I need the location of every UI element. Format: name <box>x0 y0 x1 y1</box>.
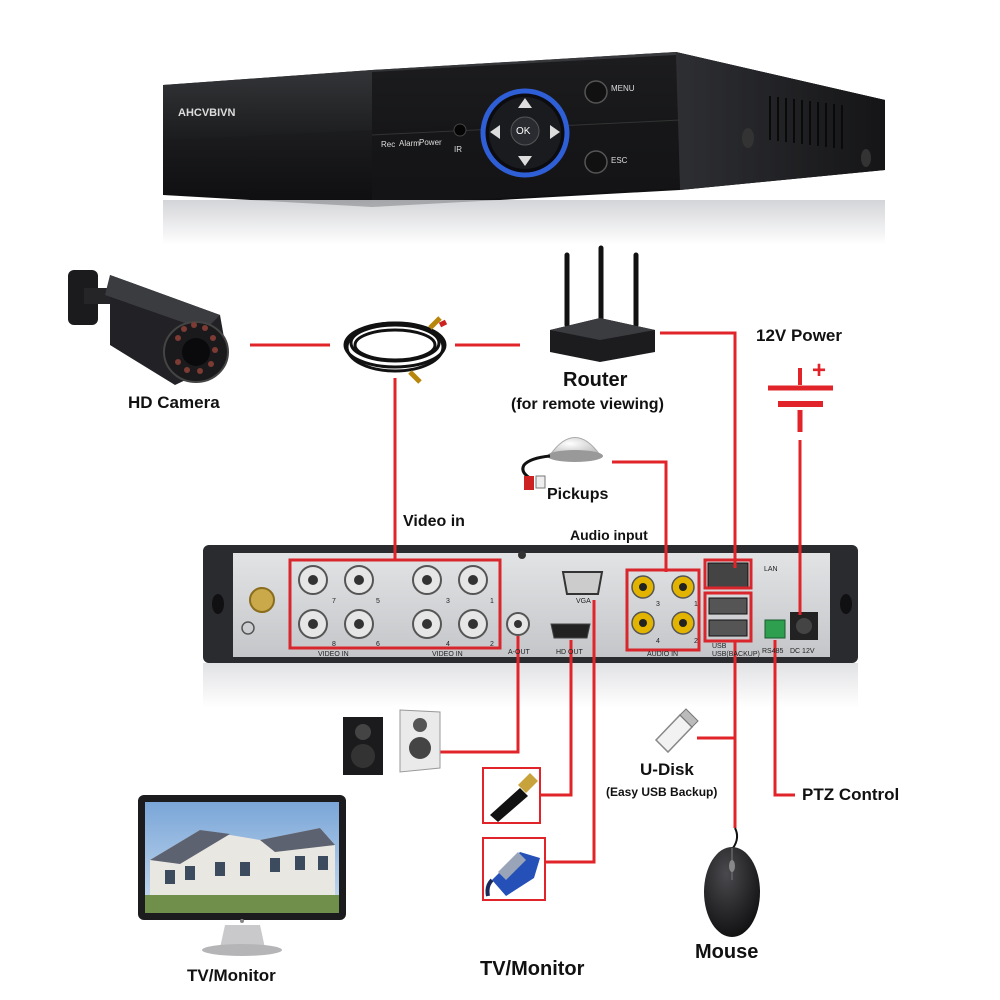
tv-monitor-left-label: TV/Monitor <box>187 966 276 985</box>
bnc-connectors <box>298 565 488 639</box>
channel-7: 7 <box>332 598 336 605</box>
a-out-port-label: A-OUT <box>508 649 530 656</box>
usb-backup-port-label: USB(BACKUP) <box>712 651 760 658</box>
hd-out-port-label: HD OUT <box>556 649 583 656</box>
menu-button: MENU <box>611 84 635 93</box>
hdmi-cable-device <box>482 767 541 824</box>
channel-3: 3 <box>446 598 450 605</box>
speakers-device <box>343 709 441 775</box>
esc-button: ESC <box>611 156 628 165</box>
power-label: 12V Power <box>756 326 842 345</box>
tv-monitor-device <box>138 795 346 956</box>
pickup-microphone <box>521 437 603 490</box>
dvr-brand-logo: AHCVBIVN <box>178 107 236 119</box>
audio-ch-1: 1 <box>694 601 698 608</box>
power-plus-sign: + <box>812 357 827 384</box>
router-label: Router <box>563 369 628 391</box>
u-disk-label: U-Disk <box>640 760 694 779</box>
channel-1: 1 <box>490 598 494 605</box>
u-disk-sub-label: (Easy USB Backup) <box>606 785 718 799</box>
indicator-power: Power <box>419 138 442 147</box>
lan-port-label: LAN <box>764 566 778 573</box>
rca-audio-connectors <box>631 575 695 635</box>
router-device <box>550 245 655 362</box>
video-in-port-label-left: VIDEO IN <box>318 651 349 658</box>
indicator-rec: Rec <box>381 140 396 149</box>
mouse-label: Mouse <box>695 941 759 963</box>
channel-6: 6 <box>376 641 380 648</box>
usb-port-label: USB <box>712 643 727 650</box>
vga-port-label: VGA <box>576 598 591 605</box>
tv-monitor-center-label: TV/Monitor <box>480 958 585 980</box>
ok-button: OK <box>516 126 531 137</box>
router-sub-label: (for remote viewing) <box>511 396 664 413</box>
channel-4: 4 <box>446 641 450 648</box>
u-disk-device <box>654 708 699 754</box>
power-symbol <box>768 368 833 432</box>
hd-camera-device <box>68 270 229 385</box>
channel-5: 5 <box>376 598 380 605</box>
audio-ch-2: 2 <box>694 638 698 645</box>
pickups-label: Pickups <box>547 486 609 503</box>
audio-in-port-label: AUDIO IN <box>647 651 679 658</box>
indicator-alarm: Alarm <box>399 139 420 148</box>
connection-lines <box>250 331 802 864</box>
ptz-control-label: PTZ Control <box>802 785 900 804</box>
video-in-label: Video in <box>403 513 465 530</box>
audio-ch-4: 4 <box>656 638 660 645</box>
channel-2: 2 <box>490 641 494 648</box>
ir-label: IR <box>454 145 462 154</box>
vga-cable-device <box>482 837 546 901</box>
bnc-cable-coil <box>343 316 448 384</box>
channel-8: 8 <box>332 641 336 648</box>
dvr-front-unit <box>163 52 885 245</box>
audio-input-label: Audio input <box>570 527 648 543</box>
audio-ch-3: 3 <box>656 601 660 608</box>
video-in-port-label-right: VIDEO IN <box>432 651 463 658</box>
mouse-device <box>704 827 760 937</box>
hd-camera-label: HD Camera <box>128 393 220 412</box>
dc-12v-port-label: DC 12V <box>790 648 815 655</box>
rs485-port-label: RS485 <box>762 648 784 655</box>
